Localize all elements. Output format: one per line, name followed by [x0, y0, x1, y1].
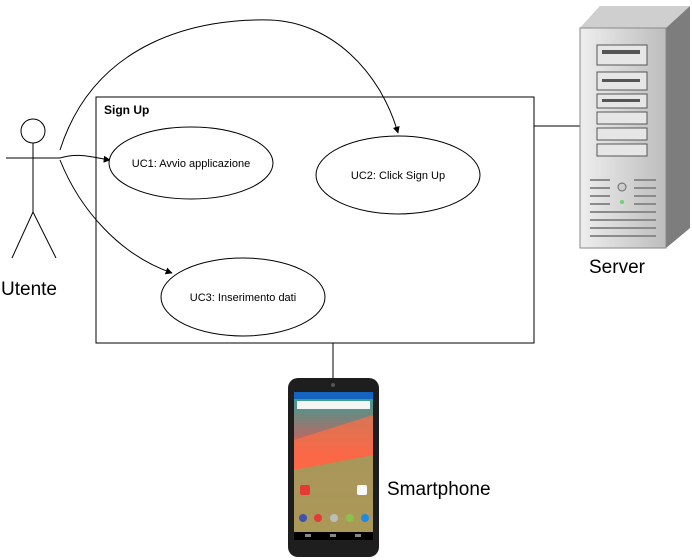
actor-label: Utente — [1, 279, 57, 300]
use-case-uc1 — [108, 126, 274, 200]
association-uc3 — [59, 159, 173, 275]
use-case-uc3-label: UC3: Inserimento dati — [190, 292, 296, 304]
server-label: Server — [589, 257, 646, 278]
use-case-uc2 — [315, 135, 481, 215]
actor-right-leg — [32, 211, 57, 259]
association-uc1 — [59, 154, 111, 163]
use-case-uc2-label: UC2: Click Sign Up — [351, 170, 445, 182]
actor-head — [20, 118, 46, 144]
smartphone-label: Smartphone — [387, 479, 491, 500]
use-case-uc3 — [160, 257, 326, 337]
actor-utente — [6, 118, 60, 259]
server-icon — [579, 6, 690, 249]
association-uc2 — [59, 19, 400, 151]
smartphone-icon — [288, 378, 379, 557]
use-case-uc1-label: UC1: Avvio applicazione — [132, 158, 250, 170]
actor-left-leg — [11, 211, 34, 259]
system-title: Sign Up — [104, 103, 149, 117]
